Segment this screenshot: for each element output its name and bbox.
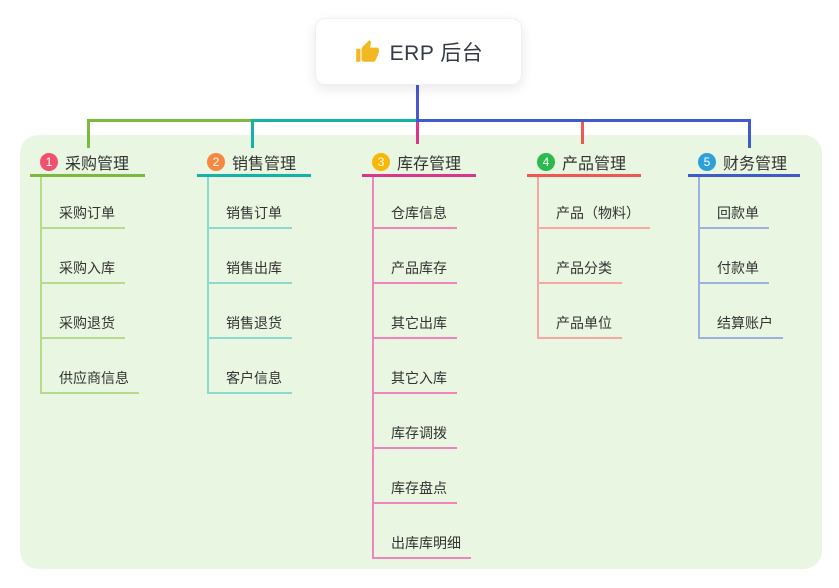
child-label: 供应商信息 xyxy=(42,368,139,394)
child-node[interactable]: 产品（物料） xyxy=(539,177,650,229)
trunk-connector xyxy=(416,85,419,121)
branch-number-badge: 2 xyxy=(207,153,225,171)
branch-inventory-children: 仓库信息 产品库存 其它出库 其它入库 库存调拨 库存盘点 出库库明细 xyxy=(372,177,476,559)
child-node[interactable]: 产品库存 xyxy=(374,229,476,284)
child-label: 销售退货 xyxy=(209,313,292,339)
branch-label: 采购管理 xyxy=(65,156,130,173)
branch-number-badge: 1 xyxy=(40,153,58,171)
branch-inventory: 3 库存管理 仓库信息 产品库存 其它出库 其它入库 库存调拨 库存盘点 出库库… xyxy=(362,150,476,559)
branch-label: 产品管理 xyxy=(562,156,627,173)
connector-drop-3 xyxy=(416,122,419,144)
branch-product: 4 产品管理 产品（物料） 产品分类 产品单位 xyxy=(527,150,650,339)
connector-branch-1 xyxy=(87,119,253,122)
child-label: 其它入库 xyxy=(374,368,457,394)
child-node[interactable]: 采购订单 xyxy=(42,177,145,229)
connector-drop-1 xyxy=(87,119,90,148)
child-node[interactable]: 回款单 xyxy=(700,177,800,229)
child-label: 销售出库 xyxy=(209,258,292,284)
child-label: 采购入库 xyxy=(42,258,125,284)
branch-finance: 5 财务管理 回款单 付款单 结算账户 xyxy=(688,150,800,339)
child-label: 产品库存 xyxy=(374,258,457,284)
child-label: 回款单 xyxy=(700,203,769,229)
child-label: 销售订单 xyxy=(209,203,292,229)
branch-label: 财务管理 xyxy=(723,156,788,173)
branch-purchase-node[interactable]: 1 采购管理 xyxy=(30,150,145,177)
child-label: 产品单位 xyxy=(539,313,622,339)
child-label: 采购退货 xyxy=(42,313,125,339)
child-node[interactable]: 销售出库 xyxy=(209,229,311,284)
branch-inventory-node[interactable]: 3 库存管理 xyxy=(362,150,476,177)
child-label: 付款单 xyxy=(700,258,769,284)
root-node[interactable]: ERP 后台 xyxy=(315,18,522,85)
branch-product-node[interactable]: 4 产品管理 xyxy=(527,150,641,177)
child-node[interactable]: 客户信息 xyxy=(209,339,311,394)
child-node[interactable]: 产品分类 xyxy=(539,229,641,284)
child-node[interactable]: 产品单位 xyxy=(539,284,641,339)
child-label: 产品分类 xyxy=(539,258,622,284)
connector-branch-5 xyxy=(416,119,751,122)
child-label: 采购订单 xyxy=(42,203,125,229)
branch-sales-node[interactable]: 2 销售管理 xyxy=(197,150,311,177)
branch-number-badge: 4 xyxy=(537,153,555,171)
branch-label: 销售管理 xyxy=(232,156,297,173)
branch-label: 库存管理 xyxy=(397,156,462,173)
child-node[interactable]: 销售退货 xyxy=(209,284,311,339)
child-node[interactable]: 出库库明细 xyxy=(374,504,476,559)
child-node[interactable]: 仓库信息 xyxy=(374,177,476,229)
child-label: 出库库明细 xyxy=(374,533,471,559)
child-label: 仓库信息 xyxy=(374,203,457,229)
child-label: 结算账户 xyxy=(700,313,783,339)
branch-number-badge: 3 xyxy=(372,153,390,171)
child-label: 库存盘点 xyxy=(374,478,457,504)
child-node[interactable]: 采购退货 xyxy=(42,284,145,339)
connector-drop-2 xyxy=(251,119,254,148)
branch-purchase: 1 采购管理 采购订单 采购入库 采购退货 供应商信息 xyxy=(30,150,145,394)
branch-number-badge: 5 xyxy=(698,153,716,171)
branch-sales-children: 销售订单 销售出库 销售退货 客户信息 xyxy=(207,177,311,394)
branch-purchase-children: 采购订单 采购入库 采购退货 供应商信息 xyxy=(40,177,145,394)
child-label: 库存调拨 xyxy=(374,423,457,449)
child-node[interactable]: 库存调拨 xyxy=(374,394,476,449)
child-node[interactable]: 库存盘点 xyxy=(374,449,476,504)
child-label: 其它出库 xyxy=(374,313,457,339)
child-node[interactable]: 付款单 xyxy=(700,229,800,284)
child-node[interactable]: 销售订单 xyxy=(209,177,311,229)
branches-panel xyxy=(20,135,822,569)
child-label: 产品（物料） xyxy=(539,203,650,229)
child-node[interactable]: 采购入库 xyxy=(42,229,145,284)
child-node[interactable]: 结算账户 xyxy=(700,284,800,339)
child-node[interactable]: 其它出库 xyxy=(374,284,476,339)
connector-drop-5 xyxy=(748,119,751,148)
thumbs-up-icon xyxy=(355,39,379,62)
child-node[interactable]: 其它入库 xyxy=(374,339,476,394)
branch-finance-children: 回款单 付款单 结算账户 xyxy=(698,177,800,339)
branch-finance-node[interactable]: 5 财务管理 xyxy=(688,150,800,177)
child-label: 客户信息 xyxy=(209,368,292,394)
connector-drop-4 xyxy=(581,122,584,144)
connector-branch-2 xyxy=(251,119,418,122)
branch-product-children: 产品（物料） 产品分类 产品单位 xyxy=(537,177,650,339)
root-title: ERP 后台 xyxy=(389,41,484,65)
child-node[interactable]: 供应商信息 xyxy=(42,339,145,394)
branch-sales: 2 销售管理 销售订单 销售出库 销售退货 客户信息 xyxy=(197,150,311,394)
